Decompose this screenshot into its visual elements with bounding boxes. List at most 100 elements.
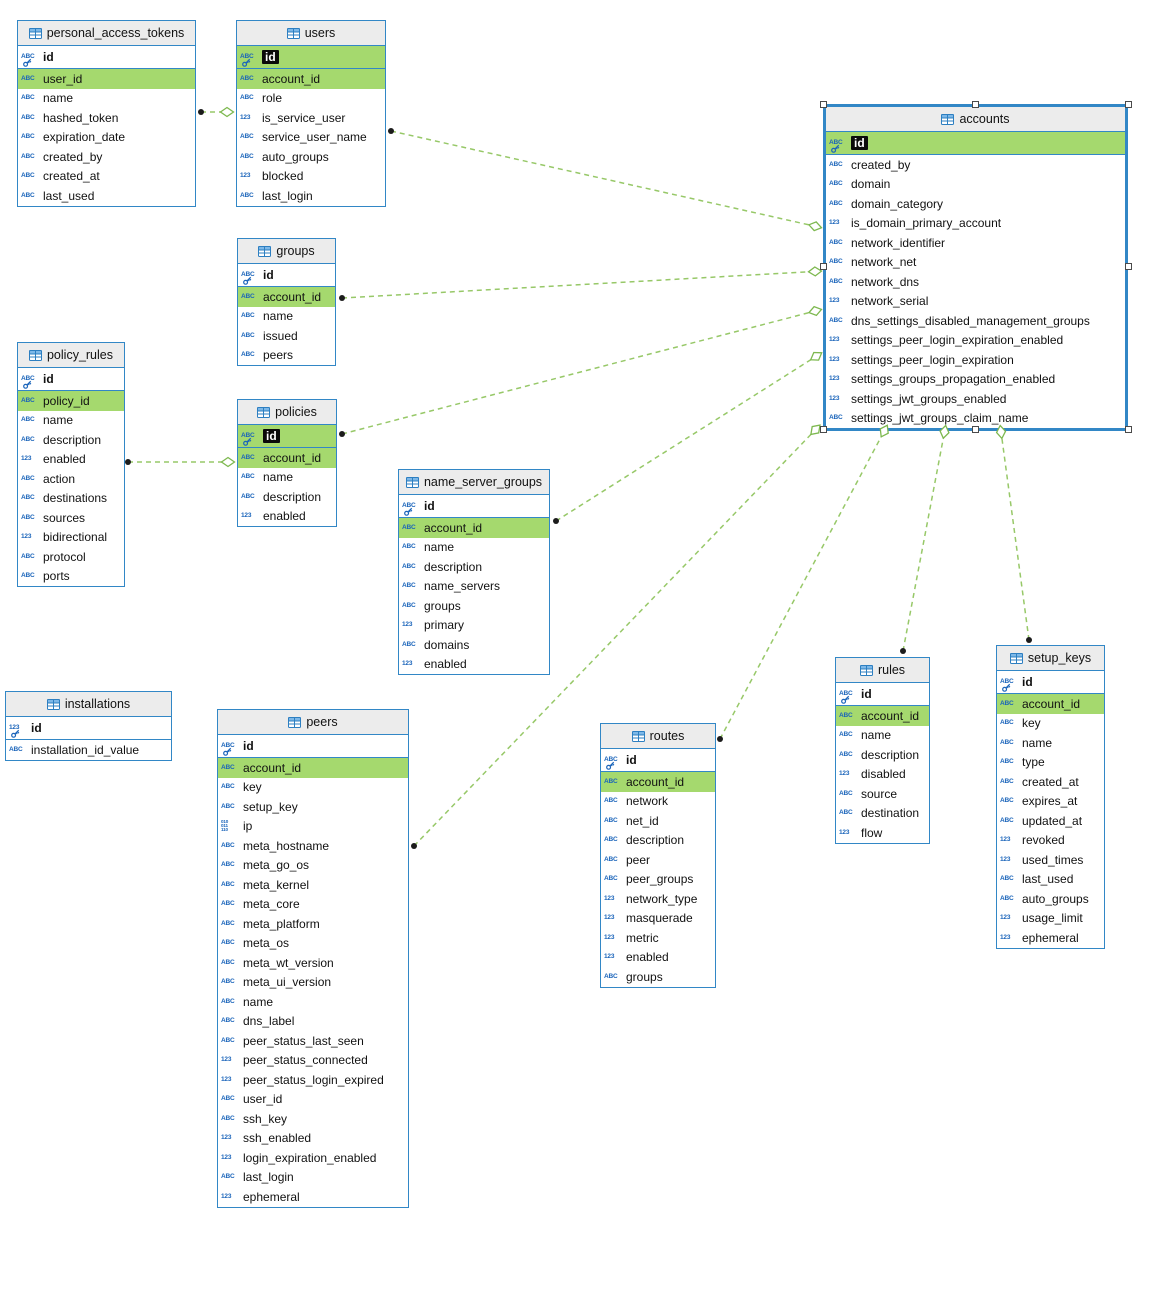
relationship-setup_keys-accounts[interactable] <box>1000 431 1030 641</box>
table-header[interactable]: groups <box>238 239 335 264</box>
table-header[interactable]: policies <box>238 400 336 425</box>
table-header[interactable]: installations <box>6 692 171 717</box>
table-header[interactable]: policy_rules <box>18 343 124 368</box>
relationship-name_server_groups-accounts[interactable] <box>555 355 817 522</box>
table-header[interactable]: rules <box>836 658 929 683</box>
selection-handle[interactable] <box>1124 263 1132 270</box>
relationship-peers-accounts[interactable] <box>413 429 816 847</box>
table-header[interactable]: personal_access_tokens <box>18 21 195 46</box>
relationship-policies-accounts[interactable] <box>341 310 816 435</box>
selection-handle[interactable] <box>972 425 979 433</box>
selection-handle[interactable] <box>1124 425 1132 433</box>
table-header[interactable]: accounts <box>826 107 1125 132</box>
relationship-groups-accounts[interactable] <box>341 270 816 299</box>
table-header[interactable]: users <box>237 21 385 46</box>
table-header[interactable]: routes <box>601 724 715 749</box>
selection-handle[interactable] <box>1124 100 1132 108</box>
selection-handle[interactable] <box>819 425 827 433</box>
selection-handle[interactable] <box>819 263 827 270</box>
